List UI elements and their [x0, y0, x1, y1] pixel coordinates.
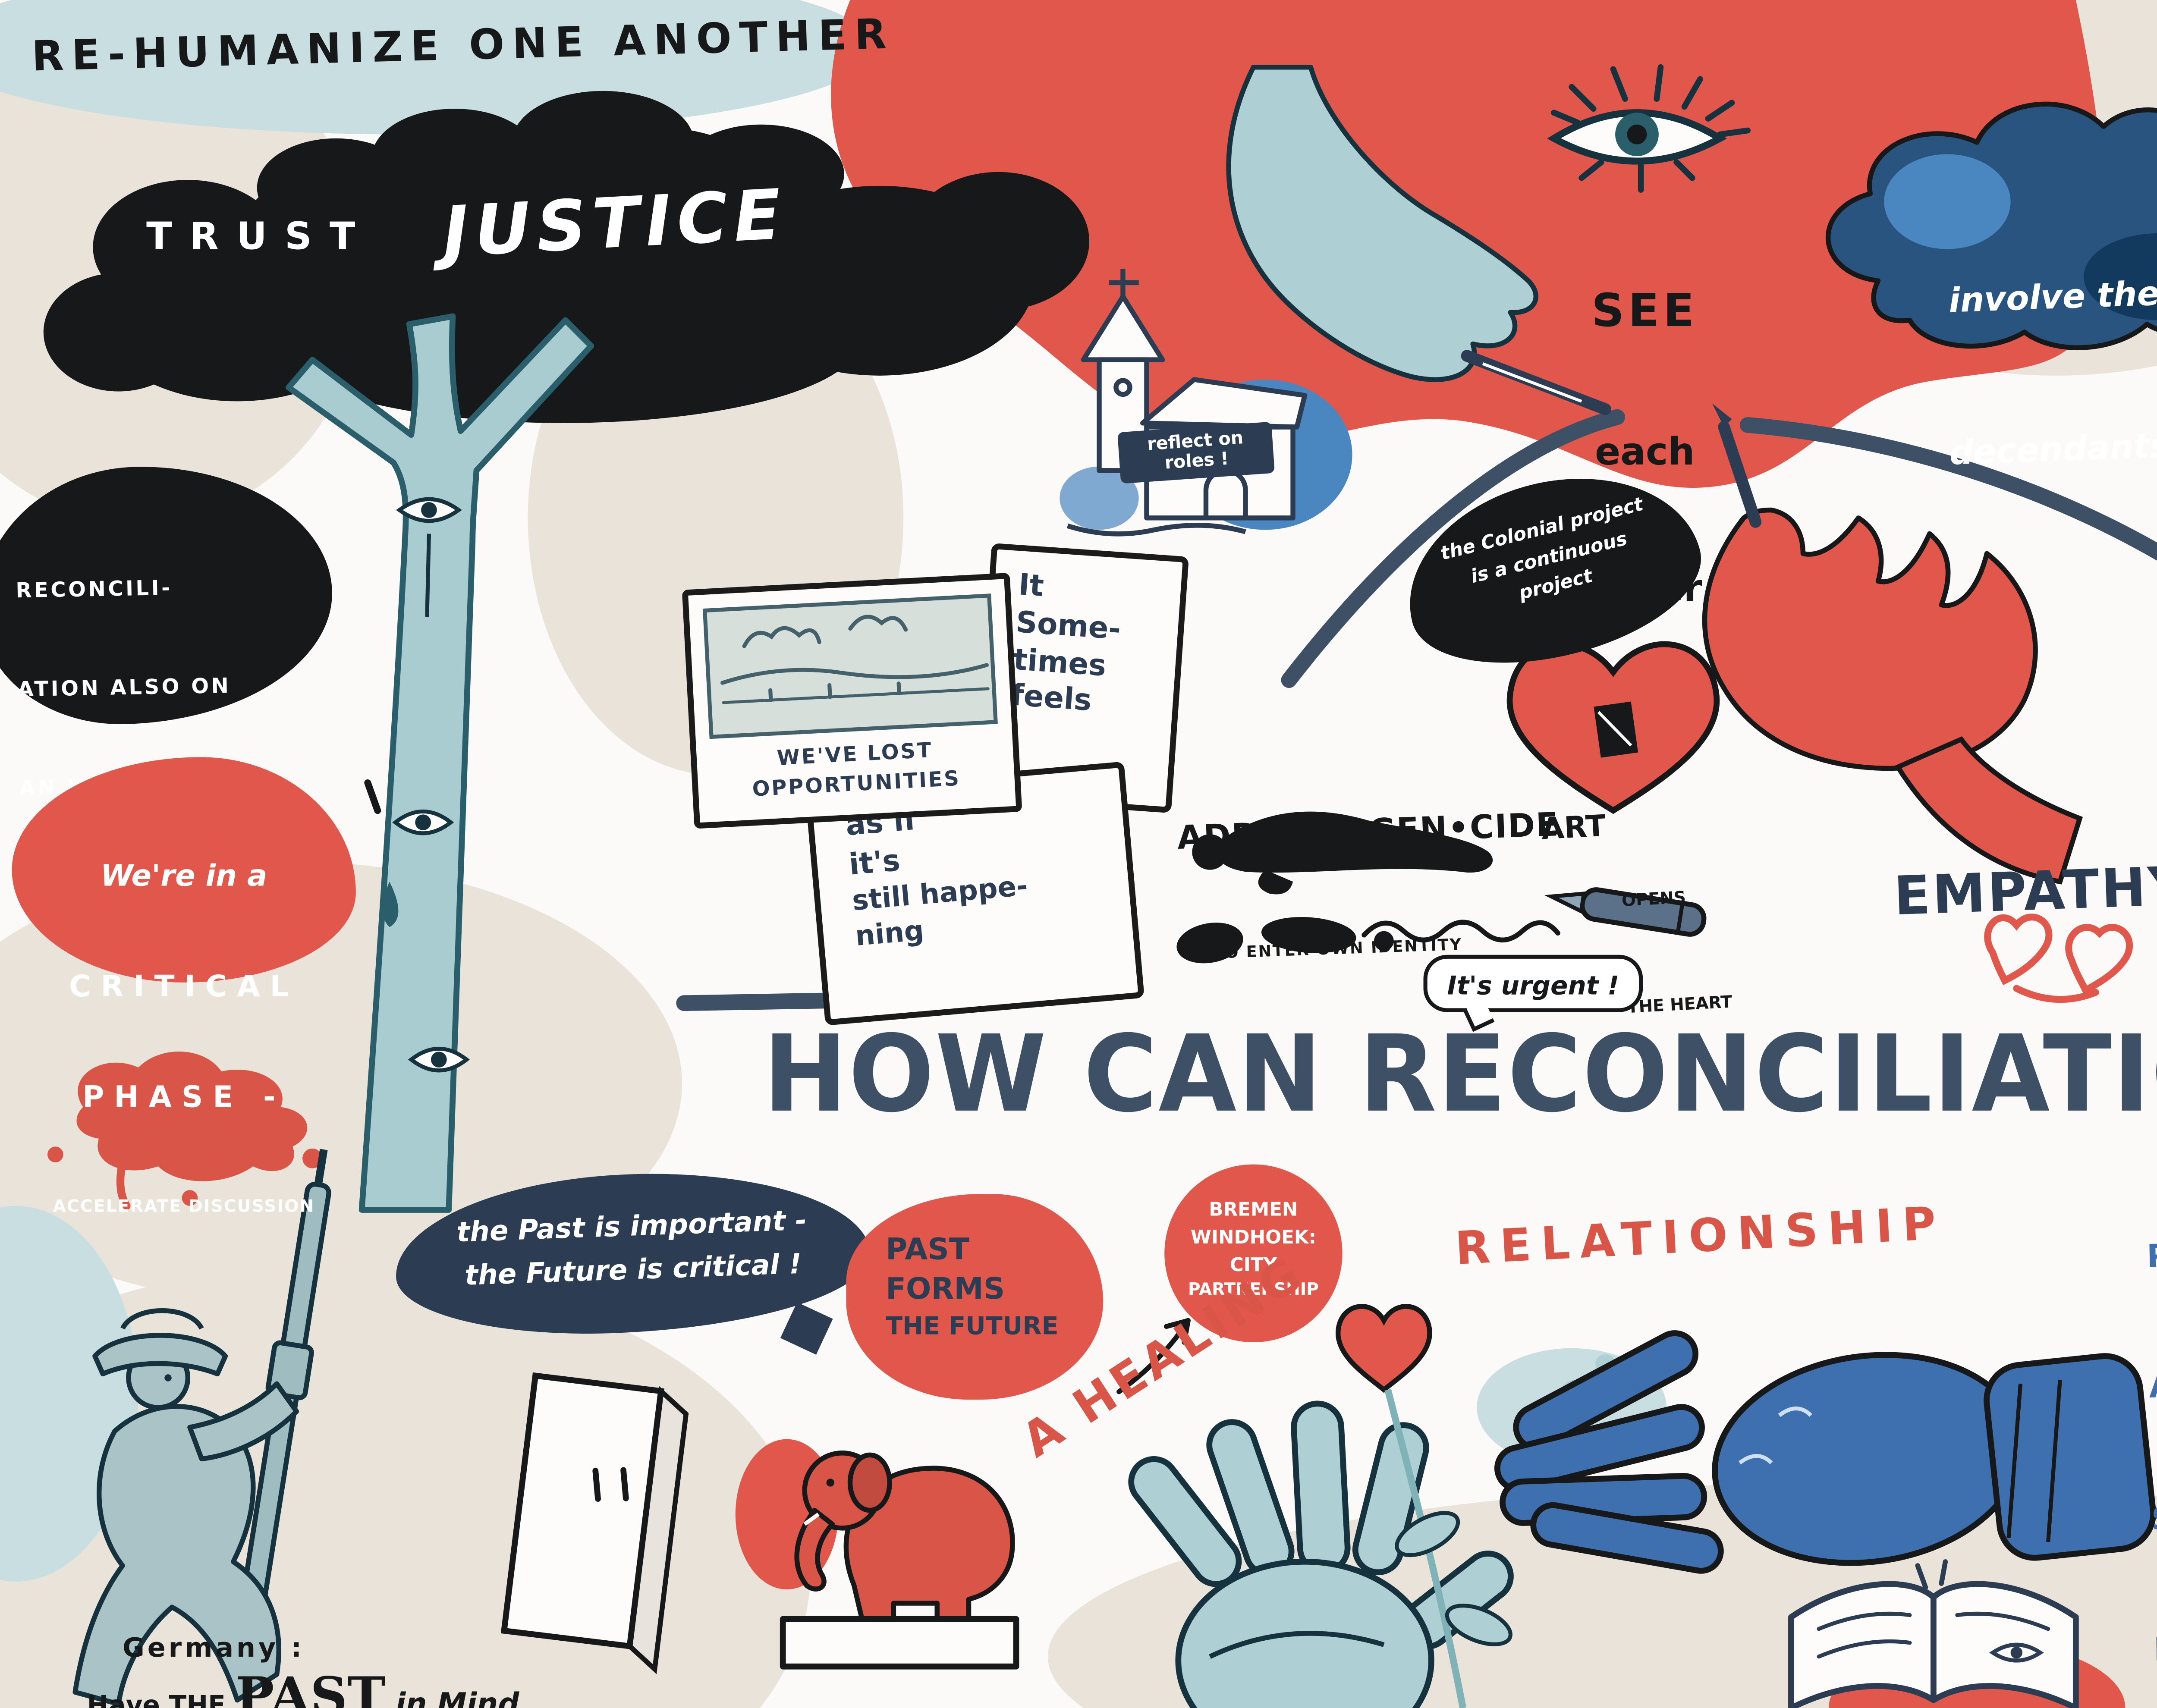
note-pre: Have THE — [87, 1692, 226, 1708]
note-line: OPENS — [1621, 888, 1687, 911]
empathy-hearts — [1984, 914, 2133, 1003]
note-line: decendants — [1949, 426, 2157, 474]
note-line: INFLUENCE — [2153, 1626, 2157, 1668]
note-line: SOCIETAL — [2151, 1496, 2157, 1537]
note-empathy: EMPATHY — [1893, 857, 2157, 929]
drawing-hand-right — [1702, 403, 2083, 885]
pen-squiggle — [1361, 887, 1707, 942]
tree-eyes — [382, 497, 470, 1073]
label-reflect-on-roles: reflect on roles ! — [1117, 421, 1275, 484]
paint-splatter — [47, 1052, 322, 1210]
note-big: PAST — [235, 1668, 386, 1708]
note-art: ART — [1540, 808, 1607, 847]
badge-line: PARTNERSHIP — [1188, 1281, 1319, 1302]
elephant-statue — [735, 1439, 1019, 1670]
note-individual-level: RECONCILI- ATION ALSO ON AN INDIVIDUAL L… — [0, 463, 335, 899]
note-line: RECONCILI- — [15, 576, 173, 603]
note-commemorate: COMMEMORATE + KEEP IN MIND the Guilt — [751, 1637, 1040, 1708]
note-line: THE FUTURE — [886, 1309, 1059, 1340]
badge-line: WINDHOEK: — [1190, 1227, 1317, 1249]
lying-figure — [1176, 811, 1493, 964]
note-line: PHASE - — [82, 1079, 286, 1115]
note-germany: Germany : — [123, 1633, 305, 1665]
tree-label-trust: TRUST — [146, 215, 373, 259]
note-line: PAST — [886, 1231, 969, 1267]
badge-line: CITY — [1229, 1254, 1277, 1276]
heart-icon — [1506, 641, 1720, 814]
eye-icon — [1547, 64, 1751, 193]
note-past-forms-future: PAST FORMS THE FUTURE — [846, 1194, 1104, 1400]
speech-bubble-urgent: It's urgent ! — [1423, 954, 1643, 1012]
note-line: ATION ALSO ON — [17, 675, 231, 703]
note-line: CRITICAL — [69, 968, 299, 1005]
badge-bremen-windhoek: BREMEN WINDHOEK: CITY PARTNERSHIP — [1164, 1164, 1343, 1343]
involve-cloud — [1825, 101, 2157, 350]
note-line: ANALYSE — [2148, 1366, 2157, 1407]
note-line: FORMS — [886, 1272, 1005, 1307]
soldier-statue — [72, 1149, 331, 1707]
pen-icon — [1718, 421, 1762, 528]
note-line: We're in a — [101, 858, 267, 894]
photo-landscape — [702, 593, 998, 739]
note-have-the-past: Have THE PAST in Mind — [87, 1667, 519, 1708]
bridge-arc — [1281, 409, 2157, 688]
tree-label-justice: JUSTICE — [441, 177, 789, 274]
note-line: each — [1595, 432, 1695, 475]
photo-card-lost-opportunities: WE'VE LOST OPPORTUNITIES — [682, 572, 1022, 830]
book-in-heart-icon — [1594, 701, 1638, 758]
note-line: SEE — [1591, 287, 1698, 339]
note-post: in Mind — [395, 1686, 519, 1708]
bubble-text: It's urgent ! — [1447, 972, 1619, 1002]
pen-icon — [1544, 887, 1707, 937]
arrow-to-bremen — [1116, 1318, 1191, 1394]
tear-icon — [382, 882, 399, 927]
open-book-icon — [1788, 1559, 2126, 1708]
badge-line: BREMEN — [1209, 1200, 1298, 1222]
note-line: involve the — [1948, 275, 2157, 322]
blue-glove-hand — [1494, 1330, 2157, 1574]
drawing-hand-left — [1226, 65, 1611, 415]
note-subline: ACCELERATE DISCUSSION — [53, 1198, 315, 1218]
reconciliation-tree — [43, 91, 1090, 1213]
note-critical-phase: We're in a CRITICAL PHASE - ACCELERATE D… — [12, 757, 356, 1218]
note-main: ADDRESS GEN•CIDE — [1176, 805, 1560, 856]
note-line: PRE - — [2146, 1236, 2157, 1275]
page-title: HOW CAN RECONCILIATION SUCCEED ? — [763, 1015, 2157, 1138]
memorial-slab — [500, 1372, 689, 1674]
note-involve-descendants: involve the decendants — [1872, 168, 2157, 533]
accent-mark — [364, 779, 381, 814]
open-hand — [1128, 1400, 1514, 1708]
tree-trunk — [286, 313, 594, 1213]
